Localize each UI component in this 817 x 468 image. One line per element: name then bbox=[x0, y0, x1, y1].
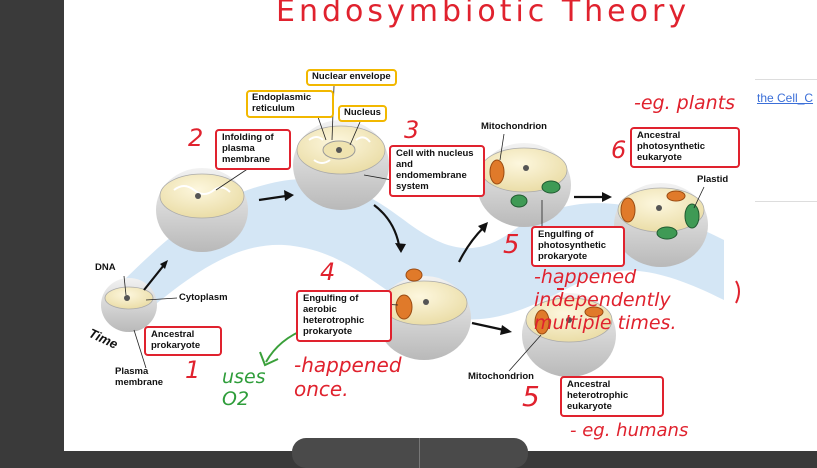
cell-photosynthetic-eukaryote bbox=[614, 183, 708, 267]
annotation-number-5-bottom: 5 bbox=[522, 380, 540, 413]
right-background-panel bbox=[755, 0, 817, 451]
annotation-bracket-right bbox=[735, 280, 740, 304]
annotation-number-4: 4 bbox=[320, 258, 336, 286]
bottom-control-bar[interactable] bbox=[292, 438, 528, 468]
annotation-number-3: 3 bbox=[404, 116, 420, 144]
cell-with-nucleus bbox=[293, 120, 389, 210]
annotation-eg-humans: - eg. humans bbox=[570, 420, 689, 441]
label-ancestral-heterotrophic: Ancestral heterotrophic eukaryote bbox=[560, 376, 664, 417]
label-dna: DNA bbox=[95, 262, 116, 273]
divider bbox=[755, 201, 817, 202]
label-nucleus: Nucleus bbox=[338, 105, 387, 122]
annotation-happened-independently: -happened independently multiple times. bbox=[534, 266, 677, 334]
label-ancestral-prokaryote: Ancestral prokaryote bbox=[144, 326, 222, 356]
label-engulfing-photosynthetic: Engulfing of photosynthetic prokaryote bbox=[531, 226, 625, 267]
label-plasma-membrane: Plasma membrane bbox=[115, 366, 164, 388]
cell-heterotrophic-eukaryote bbox=[522, 293, 616, 377]
diagram-title: Endosymbiotic Theory bbox=[276, 0, 691, 29]
diagram-artwork bbox=[101, 85, 740, 377]
annotation-uses-o2: uses O2 bbox=[222, 366, 266, 410]
label-endoplasmic-reticulum: Endoplasmic reticulum bbox=[246, 90, 334, 118]
label-engulfing-aerobic: Engulfing of aerobic heterotrophic proka… bbox=[296, 290, 392, 342]
label-ancestral-photosynthetic: Ancestral photosynthetic eukaryote bbox=[630, 127, 740, 168]
label-plastid: Plastid bbox=[697, 174, 729, 185]
flow-arrows bbox=[143, 190, 612, 335]
label-nuclear-envelope: Nuclear envelope bbox=[306, 69, 397, 86]
label-infolding: Infolding of plasma membrane bbox=[215, 129, 291, 170]
evolution-flow-band bbox=[104, 179, 724, 330]
divider bbox=[755, 79, 817, 80]
annotation-eg-plants: -eg. plants bbox=[634, 92, 736, 114]
label-cytoplasm: Cytoplasm bbox=[179, 292, 228, 303]
annotation-number-6: 6 bbox=[611, 136, 627, 164]
cell-infolding bbox=[156, 168, 248, 252]
annotation-number-1: 1 bbox=[185, 356, 201, 384]
label-mitochondrion-top: Mitochondrion bbox=[481, 121, 547, 132]
control-separator bbox=[419, 438, 420, 468]
cell-mitochondrion-top bbox=[477, 143, 571, 227]
side-link[interactable]: the Cell_C bbox=[757, 91, 814, 105]
annotation-happened-once: -happened once. bbox=[294, 353, 402, 401]
annotation-number-5-top: 5 bbox=[503, 230, 520, 260]
label-cell-with-nucleus: Cell with nucleus and endomembrane syste… bbox=[389, 145, 485, 197]
annotation-number-2: 2 bbox=[188, 124, 204, 152]
cell-engulfing-aerobic bbox=[377, 268, 471, 360]
label-mitochondrion-bottom: Mitochondrion bbox=[468, 371, 534, 382]
diagram-canvas: Endosymbiotic Theory Nuclear envelope En… bbox=[64, 0, 755, 451]
cell-ancestral-prokaryote bbox=[101, 278, 157, 332]
